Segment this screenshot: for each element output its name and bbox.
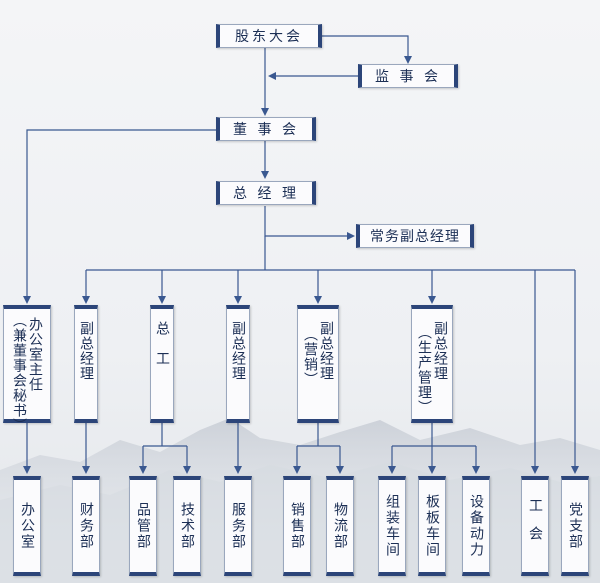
logistics-dept-box: 物流部: [326, 476, 354, 576]
office-director-label: 办公室主任: [27, 317, 43, 392]
board-of-directors-box: 董 事 会: [216, 117, 316, 141]
equipment-power-label: 设备动力: [468, 494, 484, 558]
tech-dept-label: 技术部: [179, 502, 195, 550]
general-manager-box: 总 经 理: [216, 181, 316, 205]
vp-production-note: （生产管理）: [416, 325, 432, 415]
vp-marketing-label: 副总经理: [318, 321, 334, 381]
board-of-directors-label: 董 事 会: [233, 122, 299, 138]
equipment-power-box: 设备动力: [462, 476, 490, 576]
chief-engineer-label: 总 工: [154, 321, 170, 366]
service-dept-label: 服务部: [230, 502, 246, 550]
vp-service-box: 副总经理: [226, 305, 250, 423]
vp-production-label: 副总经理: [432, 321, 448, 381]
board-workshop-label: 板板车间: [424, 494, 440, 558]
executive-vp-box: 常务副总经理: [356, 224, 474, 248]
finance-dept-label: 财务部: [78, 502, 94, 550]
supervisory-board-box: 监 事 会: [358, 64, 458, 88]
labor-union-box: 工会: [521, 476, 549, 576]
general-manager-label: 总 经 理: [233, 186, 299, 202]
office-director-box: 办公室主任 （兼董事会秘书）: [3, 305, 51, 433]
supervisory-board-label: 监 事 会: [375, 69, 441, 85]
assembly-workshop-box: 组装车间: [378, 476, 406, 576]
executive-vp-label: 常务副总经理: [370, 229, 460, 245]
chief-engineer-box: 总 工: [150, 305, 174, 423]
service-dept-box: 服务部: [224, 476, 252, 576]
party-branch-box: 党支部: [561, 476, 589, 576]
office-label: 办公室: [19, 502, 35, 550]
party-branch-label: 党支部: [567, 502, 583, 550]
assembly-workshop-label: 组装车间: [384, 494, 400, 558]
vp-marketing-note: （营销）: [302, 327, 318, 387]
finance-dept-box: 财务部: [72, 476, 100, 576]
tech-dept-box: 技术部: [173, 476, 201, 576]
logistics-dept-label: 物流部: [332, 502, 348, 550]
quality-dept-box: 品管部: [129, 476, 157, 576]
shareholders-meeting-box: 股东大会: [216, 24, 322, 48]
vp-finance-box: 副总经理: [74, 305, 98, 423]
vp-service-label: 副总经理: [230, 321, 246, 381]
office-director-note: （兼董事会秘书）: [11, 313, 27, 433]
vp-finance-label: 副总经理: [78, 321, 94, 381]
sales-dept-label: 销售部: [289, 502, 305, 550]
vp-production-box: 副总经理 （生产管理）: [411, 305, 453, 423]
vp-marketing-box: 副总经理 （营销）: [297, 305, 339, 423]
board-workshop-box: 板板车间: [418, 476, 446, 576]
office-box: 办公室: [13, 476, 41, 576]
sales-dept-box: 销售部: [283, 476, 311, 576]
quality-dept-label: 品管部: [135, 502, 151, 550]
labor-union-label: 工会: [527, 498, 543, 554]
shareholders-meeting-label: 股东大会: [235, 29, 303, 45]
